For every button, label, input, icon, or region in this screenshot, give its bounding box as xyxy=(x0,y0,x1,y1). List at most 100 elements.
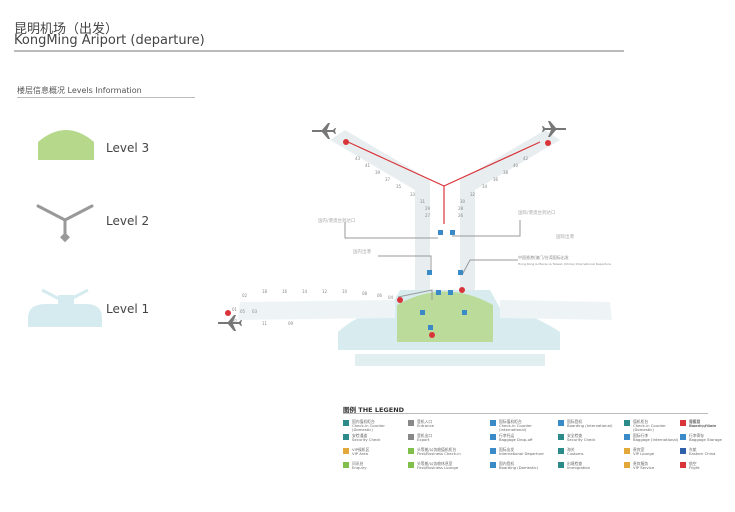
legend-swatch-icon xyxy=(408,434,414,440)
legend-swatch-icon xyxy=(680,448,686,454)
legend-swatch-icon xyxy=(680,420,686,426)
red-markers xyxy=(225,139,551,338)
svg-text:36: 36 xyxy=(493,177,499,182)
left-wing xyxy=(238,300,395,320)
legend-swatch-icon xyxy=(343,448,349,454)
svg-text:35: 35 xyxy=(396,184,402,189)
legend-swatch-icon xyxy=(624,462,630,468)
level-2-icon xyxy=(36,204,94,243)
legend-swatch-icon xyxy=(558,434,564,440)
legend-swatch-icon xyxy=(680,434,686,440)
legend-swatch-icon xyxy=(558,448,564,454)
svg-text:28: 28 xyxy=(458,206,464,211)
svg-text:16: 16 xyxy=(282,289,288,294)
svg-text:03: 03 xyxy=(252,309,258,314)
page-title-cn: 昆明机场（出发） xyxy=(14,22,119,37)
level-3-icon xyxy=(38,130,94,160)
level-2-label: Level 2 xyxy=(106,214,150,228)
svg-text:02: 02 xyxy=(242,293,248,298)
legend-swatch-icon xyxy=(490,434,496,440)
svg-text:32: 32 xyxy=(470,192,476,197)
svg-text:43: 43 xyxy=(355,156,361,161)
legend-swatch-icon xyxy=(490,448,496,454)
svg-text:40: 40 xyxy=(513,163,519,168)
svg-text:04: 04 xyxy=(388,295,394,300)
svg-text:12: 12 xyxy=(322,289,328,294)
label-hk-en: Hong Kong & Macau & Taiwan (China) Inter… xyxy=(518,262,611,266)
svg-text:42: 42 xyxy=(523,156,529,161)
level-3-label: Level 3 xyxy=(106,141,150,155)
label-domestic-out: 国内出港 xyxy=(353,248,371,255)
svg-text:38: 38 xyxy=(503,170,509,175)
legend-title: 图例 THE LEGEND xyxy=(343,406,405,414)
page-title-en: KongMing Ariport (departure) xyxy=(14,33,205,48)
svg-text:07: 07 xyxy=(232,319,238,324)
plane-icon xyxy=(218,121,566,331)
right-pier xyxy=(460,130,560,290)
level1-road xyxy=(355,354,545,366)
label-hk-cn: 中国香港/澳门/台湾国际出发 xyxy=(518,254,569,260)
svg-text:34: 34 xyxy=(482,184,488,189)
svg-text:30: 30 xyxy=(460,199,466,204)
label-gate-left: 国内/港澳台到达口 xyxy=(318,217,356,224)
svg-text:09: 09 xyxy=(288,321,294,326)
facility-icons xyxy=(420,230,467,330)
right-wing xyxy=(500,300,612,320)
legend-swatch-icon xyxy=(624,420,630,426)
svg-text:01: 01 xyxy=(232,307,238,312)
svg-text:37: 37 xyxy=(385,177,391,182)
svg-text:26: 26 xyxy=(458,213,464,218)
level-1-icon xyxy=(28,288,102,327)
legend-swatch-icon xyxy=(343,420,349,426)
svg-text:31: 31 xyxy=(420,199,426,204)
level3-hall xyxy=(397,291,493,342)
svg-text:08: 08 xyxy=(362,291,368,296)
left-pier xyxy=(330,130,430,290)
label-gate-right: 国际/港澳台到达口 xyxy=(518,209,556,216)
connector-lines xyxy=(344,220,521,300)
svg-text:29: 29 xyxy=(425,206,431,211)
svg-text:11: 11 xyxy=(262,321,268,326)
levels-heading: 楼层信息概况 Levels Information xyxy=(17,86,142,95)
legend-swatch-icon xyxy=(490,420,496,426)
level-1-label: Level 1 xyxy=(106,302,150,316)
levels-divider xyxy=(17,97,195,98)
svg-text:10: 10 xyxy=(342,289,348,294)
title-divider xyxy=(14,50,624,52)
legend-divider xyxy=(343,413,708,414)
legend-swatch-icon xyxy=(408,462,414,468)
legend-swatch-icon xyxy=(558,462,564,468)
svg-text:39: 39 xyxy=(375,170,381,175)
svg-text:33: 33 xyxy=(410,192,416,197)
legend-swatch-icon xyxy=(624,434,630,440)
legend-swatch-icon xyxy=(680,462,686,468)
legend-swatch-icon xyxy=(558,420,564,426)
svg-text:41: 41 xyxy=(365,163,371,168)
legend-swatch-icon xyxy=(343,462,349,468)
legend-swatch-icon xyxy=(408,420,414,426)
